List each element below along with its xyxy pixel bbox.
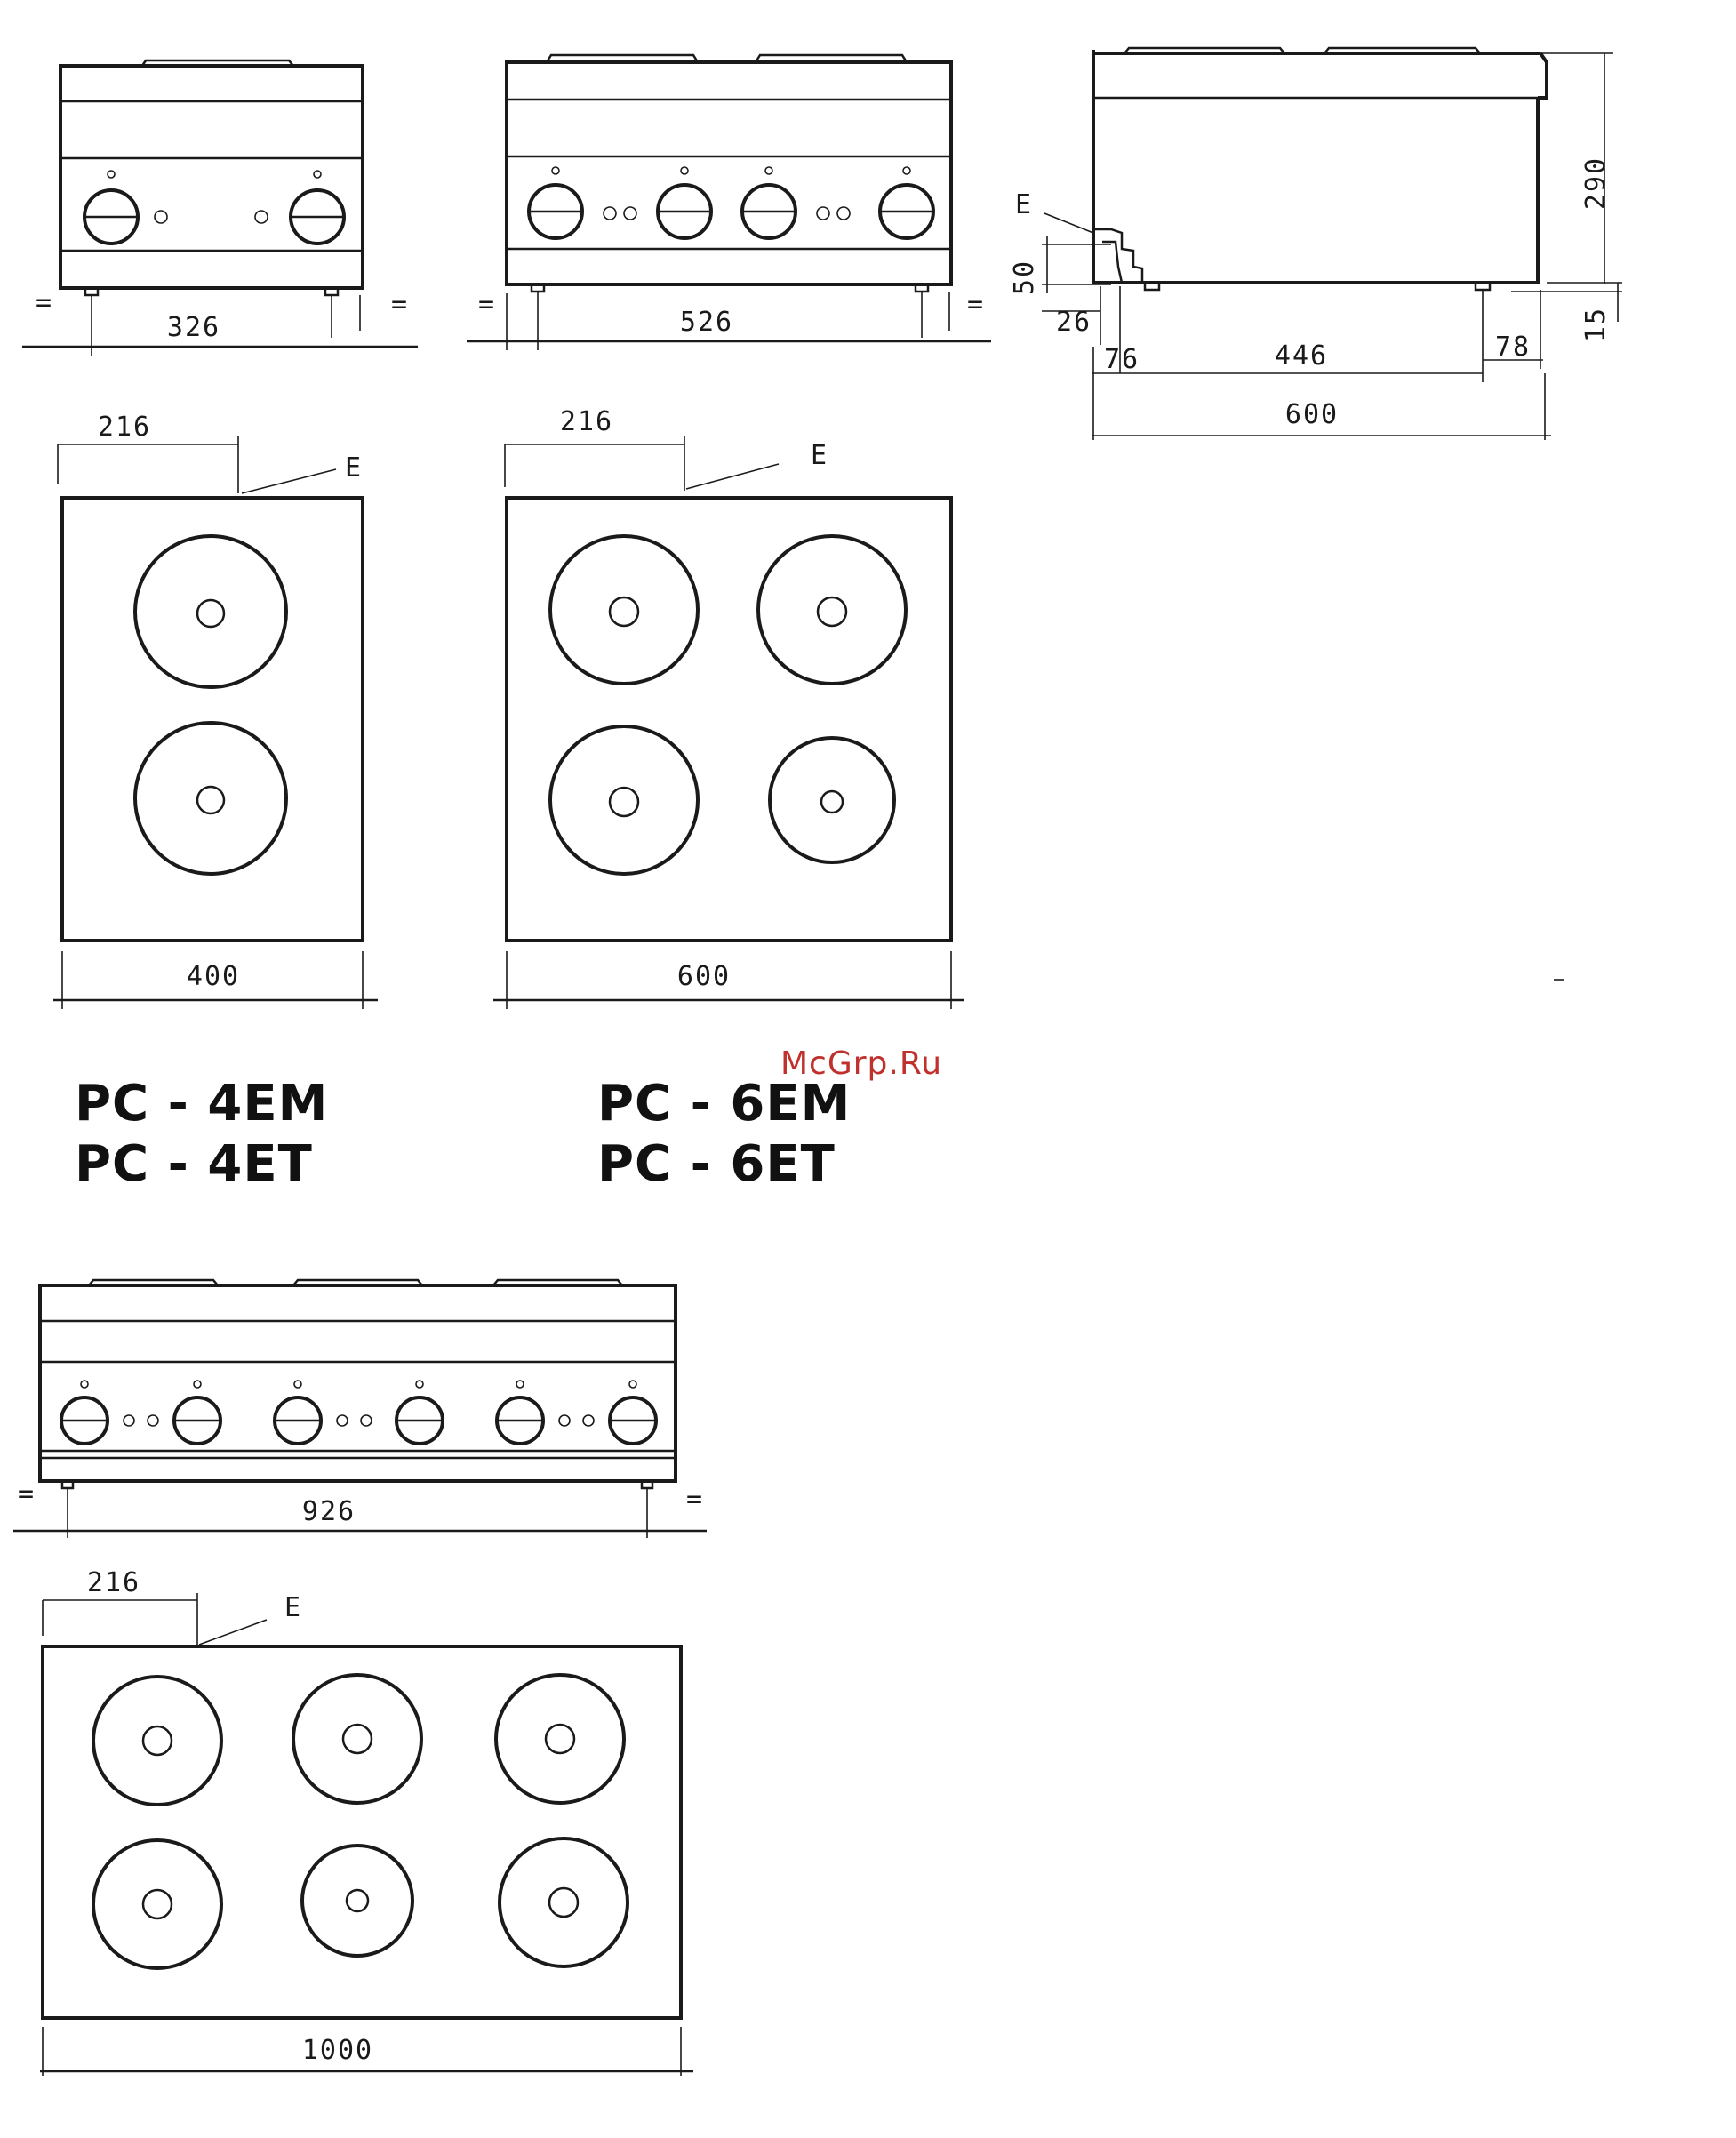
dim-equal-left-pc6: =	[478, 289, 496, 320]
dim-equal-right-pc6: =	[967, 289, 985, 320]
model-label-pc4em: PC - 4EM	[75, 1074, 328, 1134]
dim-equal-right-pc4: =	[391, 289, 409, 320]
top-view-pc9	[40, 1593, 693, 2076]
dim-width-pc6-front: 526	[680, 307, 733, 338]
model-label-pc6em: PC - 6EM	[597, 1074, 851, 1134]
dim-height-290: 290	[1580, 156, 1612, 210]
dim-depth-446: 446	[1275, 340, 1328, 372]
dim-width-pc4-front: 326	[167, 312, 220, 343]
dim-offset-216-pc4: 216	[98, 412, 151, 443]
top-view-pc4	[53, 436, 378, 1009]
top-view-pc6	[493, 436, 964, 1009]
dim-depth-600: 600	[1285, 399, 1339, 430]
dim-offset-216-pc9: 216	[87, 1567, 140, 1598]
dim-equal-left-pc4: =	[36, 287, 53, 318]
dim-width-1000: 1000	[302, 2035, 373, 2066]
dim-width-400: 400	[187, 961, 240, 992]
dim-depth-26: 26	[1056, 307, 1092, 338]
dim-width-600: 600	[677, 961, 731, 992]
dim-width-926: 926	[302, 1496, 356, 1527]
dim-height-50: 50	[1009, 260, 1040, 295]
dim-foot-15: 15	[1580, 307, 1612, 342]
dim-equal-left-pc9: =	[18, 1478, 36, 1509]
front-view-pc9	[13, 1280, 707, 1538]
dim-depth-76: 76	[1104, 344, 1140, 375]
label-e-pc9: E	[284, 1592, 302, 1623]
dim-depth-78: 78	[1495, 332, 1531, 363]
label-e-side: E	[1015, 189, 1033, 220]
label-e-pc6: E	[811, 440, 828, 471]
side-view	[1042, 48, 1622, 440]
label-e-pc4: E	[345, 452, 363, 484]
model-label-pc6et: PC - 6ET	[597, 1134, 836, 1195]
model-label-pc4et: PC - 4ET	[75, 1134, 313, 1195]
dim-equal-right-pc9: =	[686, 1484, 704, 1515]
dim-offset-216-pc6: 216	[560, 406, 613, 437]
watermark: McGrp.Ru	[780, 1045, 942, 1082]
